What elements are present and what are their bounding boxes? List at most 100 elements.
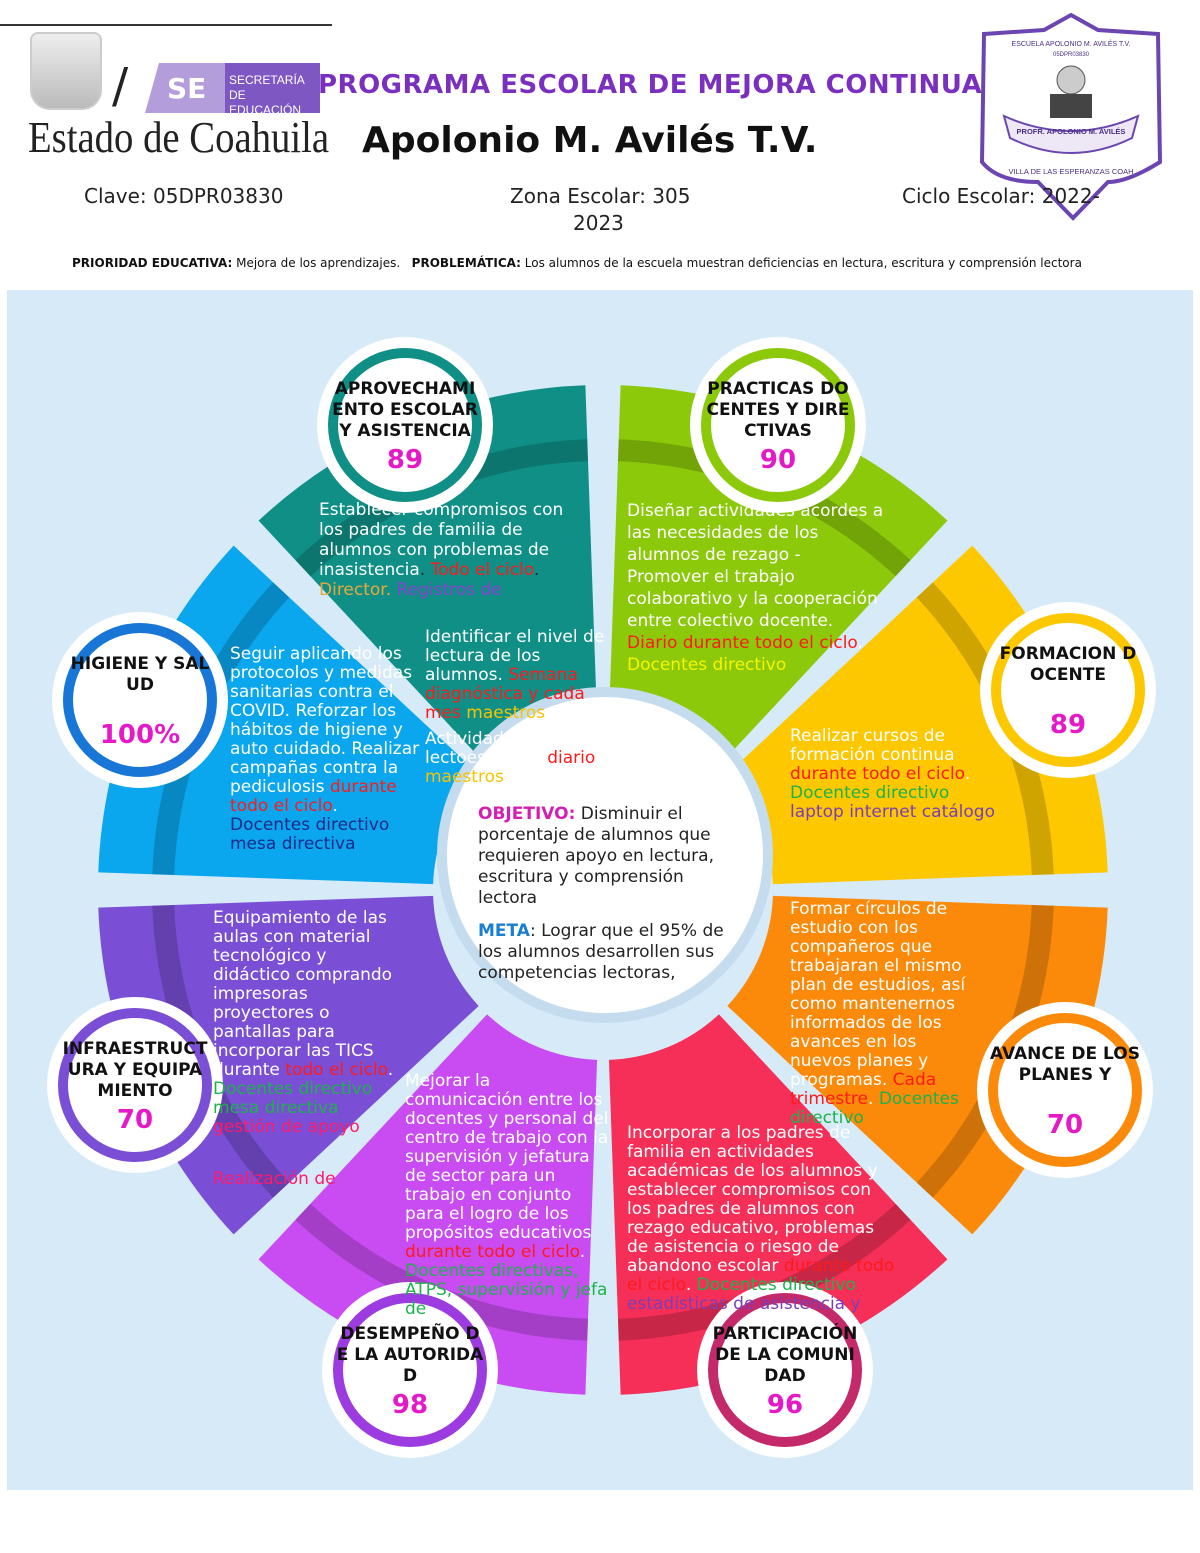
card-text-segment: . (857, 633, 863, 653)
card-desempeno: Mejorar la comunicación entre los docent… (405, 1072, 610, 1319)
card-text-segment: . (579, 1242, 586, 1262)
state-coat-of-arms-logo (30, 32, 102, 110)
card-infraestructura: Equipamiento de las aulas con material t… (213, 909, 398, 1137)
area-score: 89 (386, 445, 424, 475)
objective-label: OBJETIVO: (478, 804, 576, 824)
area-score: 96 (766, 1390, 804, 1420)
card-text-segment: durante todo el ciclo (790, 764, 965, 784)
school-crest-logo: ESCUELA APOLONIO M. AVILÉS T.V. 05DPR038… (979, 12, 1163, 221)
area-circle-ring (58, 1008, 212, 1162)
card-aprovechamiento-3: Actividades diarias de lectoescritura di… (425, 730, 620, 787)
center-circle (447, 697, 763, 1013)
area-score: 70 (1046, 1110, 1084, 1140)
area-circle-ring (988, 1013, 1142, 1167)
card-text-segment: Identificar el nivel de lectura de los a… (425, 627, 605, 685)
priority-text: Mejora de los aprendizajes. (232, 256, 401, 270)
card-text-segment: durante todo el ciclo (627, 1256, 895, 1295)
school-name: Apolonio M. Avilés T.V. (362, 120, 818, 161)
area-label: FORMACION DOCENTE (999, 644, 1137, 685)
crest-ribbon-text: PROFR. APOLONIO M. AVILÉS (1017, 127, 1126, 136)
state-name: Estado de Coahuila (28, 113, 330, 162)
area-score: 89 (1049, 710, 1087, 740)
area-label: DESEMPEÑO DE LA AUTORIDAD (336, 1324, 484, 1386)
card-text-segment: . (533, 560, 540, 580)
se-abbr: SE (167, 71, 207, 105)
wheel-sector-magenta (258, 1014, 598, 1395)
card-text-segment: Docentes directivo (790, 1089, 959, 1128)
crest-location: VILLA DE LAS ESPERANZAS COAH (1008, 167, 1133, 176)
school-cycle: Ciclo Escolar: 2022- (902, 184, 1100, 208)
area-circle-ring (991, 613, 1145, 767)
area-label: APROVECHAMIENTO ESCOLAR Y ASISTENCIA (332, 379, 478, 441)
area-circle-ring (701, 348, 855, 502)
school-cycle-end: 2023 (573, 211, 624, 235)
card-text-segment: durante todo el ciclo (230, 777, 397, 816)
card-text-segment: Establecer compromisos con los padres de… (319, 500, 564, 580)
card-text-segment: durante todo el ciclo (405, 1242, 580, 1262)
card-text-segment: Actividades diarias de lectoescritura (425, 729, 613, 768)
card-text-segment: estadísticas de asistencia y (627, 1294, 861, 1314)
card-text-segment: Diario durante todo el ciclo (627, 633, 858, 653)
card-text-segment: Semana diagnóstica y cada mes (425, 665, 585, 723)
header-rule (0, 24, 332, 26)
area-score: 100% (99, 720, 181, 750)
se-name: SECRETARÍA DE EDUCACIÓN (225, 63, 320, 113)
card-text-segment: gestión de apoyo (213, 1117, 360, 1137)
card-text-segment: Director. (319, 580, 397, 600)
card-text-segment: Realizar cursos de formación continua (790, 726, 955, 765)
card-text-segment: . (964, 764, 971, 784)
problem-text: Los alumnos de la escuela muestran defic… (520, 256, 1082, 270)
card-formacion: Realizar cursos de formación continua du… (790, 727, 1005, 822)
problem-label: PROBLEMÁTICA: (411, 256, 521, 270)
crest-school-key: 05DPR03830 (1053, 52, 1090, 58)
crest-school-name: ESCUELA APOLONIO M. AVILÉS T.V. (1012, 39, 1131, 48)
area-label: PRACTICAS DOCENTES Y DIRECTIVAS (706, 379, 850, 441)
card-text-segment: Docentes directivo mesa directiva (213, 1079, 373, 1118)
area-score: 98 (391, 1390, 429, 1420)
goal-text: : Lograr que el 95% de los alumnos desar… (478, 921, 724, 983)
wheel-sector-green (608, 385, 948, 766)
card-text-segment: Todo el ciclo (430, 560, 534, 580)
objective-text: Disminuir el porcentaje de alumnos que r… (478, 804, 714, 908)
area-circle-ring (328, 348, 482, 502)
card-aprovechamiento-1: Establecer compromisos con los padres de… (319, 500, 581, 600)
card-text-segment: Realización de (213, 1169, 336, 1189)
logo-separator: / (112, 58, 129, 114)
card-text-segment: . (387, 1060, 394, 1080)
center-objective: OBJETIVO: Disminuir el porcentaje de alu… (478, 804, 728, 984)
card-text-segment: Docentes directivo mesa directiva (230, 815, 390, 854)
card-infraestructura-2: Realización de (213, 1170, 393, 1189)
area-label: HIGIENE Y SALUD (70, 654, 210, 695)
card-text-segment: Equipamiento de las aulas con material t… (213, 908, 393, 1080)
card-text-segment: Incorporar a los padres de familia en ac… (627, 1123, 878, 1276)
card-text-segment: maestros (425, 767, 504, 787)
se-logo: SE SECRETARÍA DE EDUCACIÓN (145, 63, 320, 113)
area-label: INFRAESTRUCTURA Y EQUIPAMIENTO (62, 1039, 208, 1101)
priority-label: PRIORIDAD EDUCATIVA: (72, 256, 233, 270)
area-circle-ring (63, 623, 217, 777)
priority-line: PRIORIDAD EDUCATIVA: Mejora de los apren… (72, 256, 1082, 270)
card-text-segment: Diseñar actividades acordes a las necesi… (627, 501, 884, 631)
wheel-sector-red (608, 1014, 948, 1395)
card-text-segment: Docentes directivo (790, 783, 950, 803)
program-title: PROGRAMA ESCOLAR DE MEJORA CONTINUA (318, 70, 983, 100)
card-text-segment: laptop internet catálogo (790, 802, 995, 822)
card-text-segment: todo el ciclo (285, 1060, 388, 1080)
school-key: Clave: 05DPR03830 (84, 184, 284, 208)
card-text-segment: . (332, 796, 338, 816)
area-label: AVANCE DE LOS PLANES Y (990, 1044, 1140, 1085)
area-circle-ring (333, 1293, 487, 1447)
card-text-segment: Seguir aplicando los protocolos y medida… (230, 644, 420, 797)
area-label: PARTICIPACIÓN DE LA COMUNIDAD (712, 1324, 858, 1386)
card-text-segment: diario (547, 748, 596, 768)
card-text-segment: Registros de (396, 580, 502, 600)
area-circle-ring (708, 1293, 862, 1447)
card-aprovechamiento-2: Identificar el nivel de lectura de los a… (425, 628, 620, 723)
card-text-segment: . (419, 560, 431, 580)
goal-label: META (478, 921, 530, 941)
card-text-segment: maestros (466, 703, 546, 723)
card-text-segment: . (868, 1089, 879, 1109)
card-text-segment: Cada trimestre (790, 1070, 937, 1109)
card-text-segment: Formar círculos de estudio con los compa… (790, 899, 966, 1090)
card-avance: Formar círculos de estudio con los compa… (790, 900, 980, 1128)
